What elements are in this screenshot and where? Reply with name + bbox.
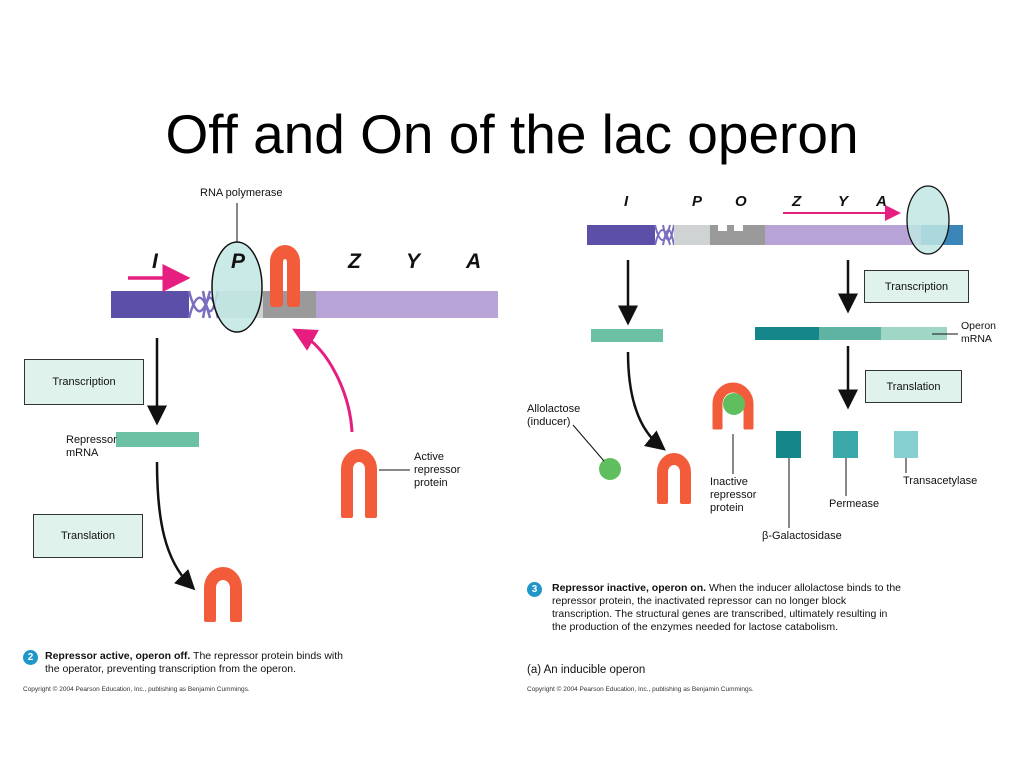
subfigure-label: (a) An inducible operon (527, 664, 646, 676)
left-translation-box: Translation (33, 514, 143, 558)
operon-mrna-label: Operon mRNA (961, 320, 997, 345)
inactive-repressor-top (712, 382, 754, 430)
rna-polymerase-shape (211, 241, 263, 333)
right-repressor-mrna-bar (591, 329, 663, 342)
right-promoter (674, 225, 710, 245)
translated-repressor-shape (204, 567, 242, 622)
left-binding-arrow (292, 328, 354, 433)
operon-mrna-a (881, 327, 947, 340)
left-caption-bold: Repressor active, operon off. (45, 650, 191, 662)
operon-mrna-y (819, 327, 881, 340)
right-gene-z-label: Z (792, 193, 802, 210)
right-caption-bold: Repressor inactive, operon on. (552, 582, 707, 594)
left-copyright: Copyright © 2004 Pearson Education, Inc.… (23, 686, 250, 693)
right-step-badge: 3 (527, 582, 542, 597)
allolactose-shape (599, 458, 621, 480)
transacetylase-square (894, 431, 918, 458)
right-gene-p-label: P (692, 193, 703, 210)
right-gene-y-label: Y (838, 193, 849, 210)
right-gene-a-label: A (876, 193, 887, 210)
left-translation-label: Translation (60, 530, 115, 542)
galactosidase-square (776, 431, 801, 458)
left-gene-p-label: P (231, 250, 246, 273)
left-step-badge: 2 (23, 650, 38, 665)
left-structural-genes (316, 291, 498, 318)
galactosidase-label: β-Galactosidase (762, 530, 842, 542)
left-transcription-label: Transcription (52, 376, 116, 388)
inactive-repressor-label: Inactive repressor protein (710, 476, 757, 514)
right-free-repressor (657, 453, 691, 504)
right-gene-i (587, 225, 655, 245)
right-translation-box: Translation (865, 370, 962, 403)
repressor-mrna-label: Repressor mRNA (66, 434, 117, 459)
active-repressor-shape (341, 449, 377, 518)
allolactose-label: Allolactose (inducer) (527, 403, 581, 428)
repressor-mrna-bar (116, 432, 199, 447)
left-gene-a-label: A (466, 250, 482, 273)
slide-title: Off and On of the lac operon (165, 103, 859, 165)
right-transcription-box: Transcription (864, 270, 969, 303)
active-repressor-label: Active repressor protein (414, 451, 461, 489)
left-gene-y-label: Y (406, 250, 421, 273)
right-gene-i-label: I (624, 193, 629, 210)
right-caption-text: When the inducer allolactose binds to th… (552, 582, 901, 633)
permease-square (833, 431, 858, 458)
right-operator (710, 225, 765, 245)
right-translation-label: Translation (886, 380, 941, 393)
left-caption: Repressor active, operon off. The repres… (45, 650, 345, 676)
left-dna-helix (187, 290, 220, 319)
permease-label: Permease (829, 498, 880, 510)
allolactose-leader (572, 424, 605, 462)
left-gene-i-label: I (152, 250, 158, 273)
right-polymerase-shape (906, 185, 950, 255)
right-caption: Repressor inactive, operon on. When the … (552, 582, 902, 634)
right-copyright: Copyright © 2004 Pearson Education, Inc.… (527, 686, 754, 693)
right-structural-genes (765, 225, 921, 245)
left-caption-text: The repressor protein binds with the ope… (45, 650, 344, 675)
operon-mrna-z (755, 327, 819, 340)
rna-polymerase-label: RNA polymerase (200, 187, 283, 199)
left-bound-repressor (270, 245, 300, 307)
left-arrow-down-2 (155, 461, 196, 591)
right-dna-helix (654, 224, 675, 246)
right-transcription-label: Transcription (884, 280, 949, 293)
right-gene-o-label: O (735, 193, 747, 210)
transacetylase-label: Transacetylase (903, 475, 978, 487)
right-arrow-to-repressor (626, 351, 666, 451)
left-gene-z-label: Z (348, 250, 361, 273)
left-gene-i (111, 291, 189, 318)
bound-inducer (723, 393, 745, 415)
left-transcription-box: Transcription (24, 359, 144, 405)
